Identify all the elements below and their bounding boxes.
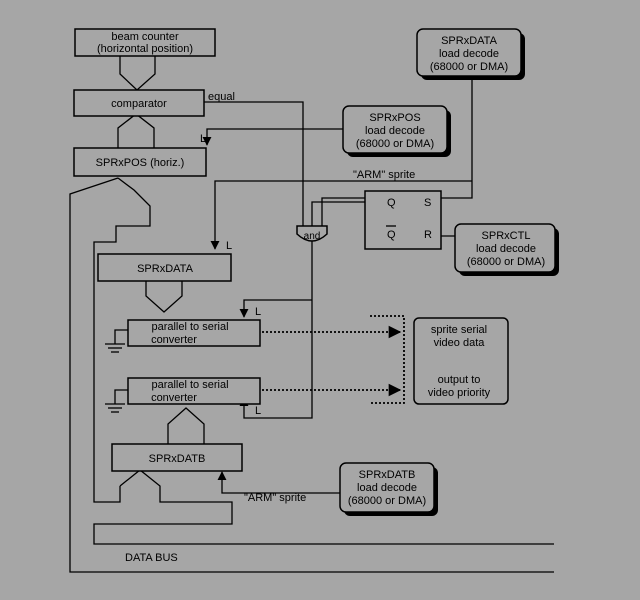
sprxdata-label: SPRxDATA (137, 263, 193, 275)
label-arm-bottom: "ARM" sprite (244, 492, 306, 504)
bus-beam-to-comparator (119, 56, 156, 91)
p2s-b-line1: parallel to serial (151, 379, 228, 391)
decoder-sprxdata-line2: load decode (439, 48, 499, 60)
output-line4: output to (438, 374, 481, 386)
ground-b (105, 389, 128, 413)
block-sprxdata: SPRxDATA (97, 253, 232, 282)
bus-data-main (69, 177, 554, 573)
wire-and-to-p2s-a (239, 299, 312, 318)
decoder-sprxctl: SPRxCTL load decode (68000 or DMA) (454, 223, 559, 276)
decoder-sprxpos-line2: load decode (365, 125, 425, 137)
sprxdatb-label: SPRxDATB (149, 453, 206, 465)
wires (69, 56, 554, 573)
wire-arm-top (210, 180, 472, 250)
decoder-sprxctl-line2: load decode (476, 243, 536, 255)
wire-output-bracket (370, 315, 405, 404)
decoder-sprxdatb-line1: SPRxDATB (359, 469, 416, 481)
block-sprxpos: SPRxPOS (horiz.) (73, 147, 207, 177)
bus-data-to-p2s (145, 281, 183, 313)
block-p2s-a: parallel to serial converter (127, 319, 261, 347)
decoder-sprxpos: SPRxPOS load decode (68000 or DMA) (342, 105, 451, 157)
bus-data-feed-datb (93, 469, 554, 545)
block-sprxdatb: SPRxDATB (111, 443, 243, 472)
output-line2: video data (434, 337, 486, 349)
wire-equal (200, 101, 304, 226)
comparator-label: comparator (111, 98, 167, 110)
wire-q-to-and (311, 201, 365, 226)
output-line1: sprite serial (431, 324, 487, 336)
wire-and-out (239, 240, 313, 419)
decoder-sprxpos-line1: SPRxPOS (369, 112, 420, 124)
flipflop-q-top: Q (387, 197, 396, 209)
p2s-b-line2: converter (151, 392, 197, 404)
bus-data-feed-pos (93, 177, 151, 503)
label-load-p2s-b: L (255, 405, 261, 417)
decoder-sprxpos-line3: (68000 or DMA) (356, 138, 434, 150)
wire-pos-load (202, 128, 343, 146)
beam-counter-line2: (horizontal position) (97, 43, 193, 55)
wire-datb-load (217, 471, 340, 494)
decoder-sprxdatb: SPRxDATB load decode (68000 or DMA) (339, 462, 438, 516)
flipflop-q-bottom: Q (387, 229, 396, 241)
block-p2s-b: parallel to serial converter (127, 377, 261, 405)
bus-datb-to-p2s (167, 407, 205, 444)
sprxpos-label: SPRxPOS (horiz.) (96, 157, 185, 169)
decoder-sprxdatb-line3: (68000 or DMA) (348, 495, 426, 507)
label-equal: equal (208, 91, 235, 103)
decoder-sprxdata-line1: SPRxDATA (441, 35, 497, 47)
output-line5: video priority (428, 387, 491, 399)
label-data-bus: DATA BUS (125, 552, 178, 564)
decoder-sprxctl-line3: (68000 or DMA) (467, 256, 545, 268)
decoder-sprxctl-line1: SPRxCTL (482, 230, 531, 242)
label-load-p2s-a: L (255, 306, 261, 318)
flipflop-s: S (424, 197, 431, 209)
bus-pos-to-comparator (117, 113, 155, 148)
p2s-a-line1: parallel to serial (151, 321, 228, 333)
label-arm-top: "ARM" sprite (353, 169, 415, 181)
block-comparator: comparator (73, 89, 205, 117)
label-load-pos: L (200, 133, 206, 145)
output-box: sprite serial video data output to video… (413, 317, 509, 405)
and-gate: and (296, 225, 328, 242)
and-gate-label: and (304, 231, 321, 242)
decoder-sprxdata: SPRxDATA load decode (68000 or DMA) (416, 28, 525, 80)
decoder-sprxdatb-line2: load decode (357, 482, 417, 494)
ground-a (105, 329, 128, 353)
label-load-data: L (226, 240, 232, 252)
labels: equal "ARM" sprite "ARM" sprite DATA BUS… (125, 91, 415, 564)
flipflop: Q Q S R (364, 190, 442, 250)
block-beam-counter: beam counter (horizontal position) (74, 28, 216, 57)
beam-counter-line1: beam counter (111, 31, 179, 43)
p2s-a-line2: converter (151, 334, 197, 346)
decoder-sprxdata-line3: (68000 or DMA) (430, 61, 508, 73)
flipflop-r: R (424, 229, 432, 241)
